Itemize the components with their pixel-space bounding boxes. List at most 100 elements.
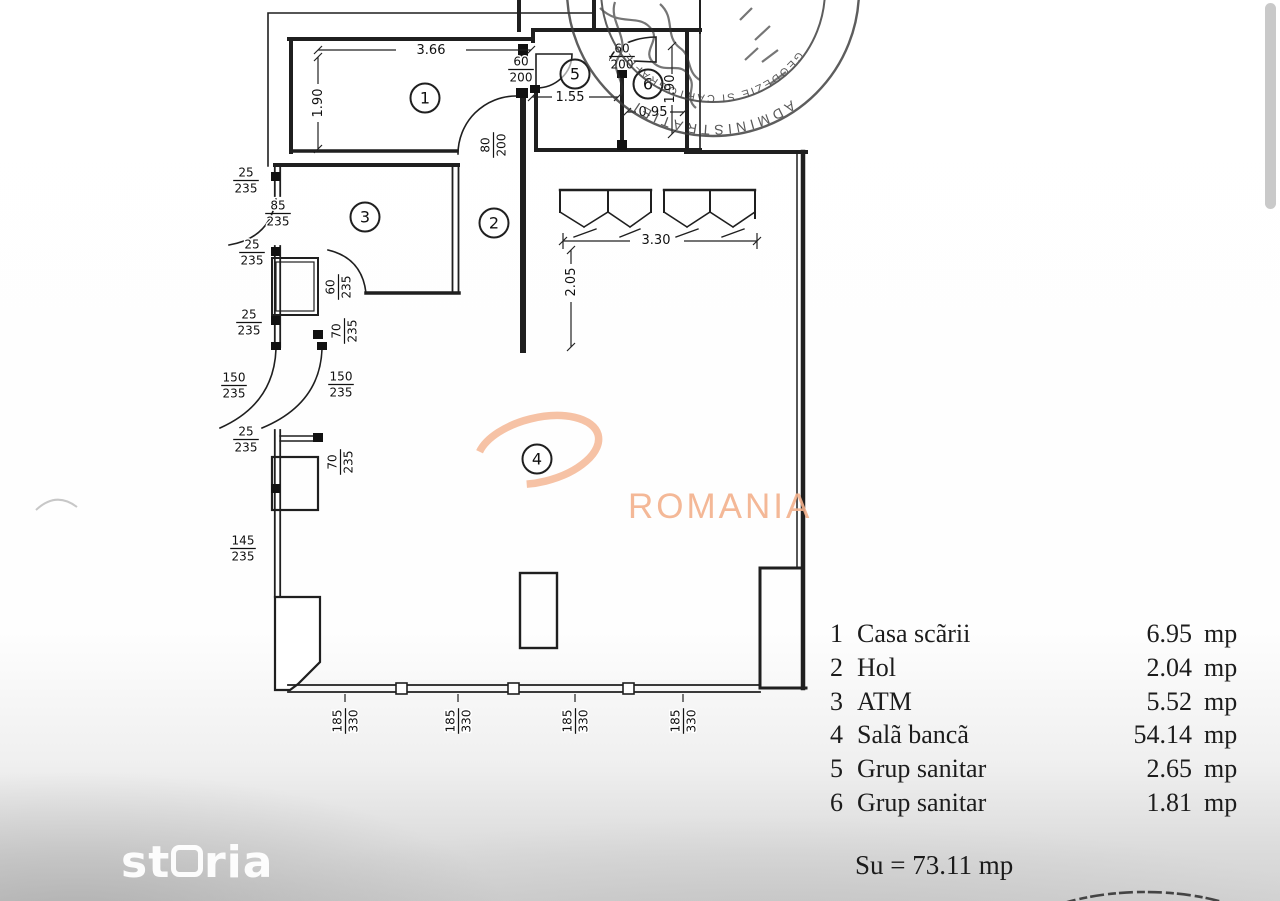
legend-row: 2 Hol 2.04 mp <box>830 651 1250 685</box>
fraction-bottom: 235 <box>267 215 290 229</box>
fraction-top: 70 <box>330 323 344 338</box>
legend-room-name: Salã bancã <box>857 720 969 750</box>
scrollbar-thumb[interactable] <box>1265 3 1276 209</box>
legend-room-area: 1.81 <box>1146 787 1193 817</box>
legend-room-area: 2.65 <box>1146 754 1193 784</box>
fraction-top: 25 <box>241 308 256 322</box>
watermark-text: ROMANIA <box>628 487 812 526</box>
dimension-label: 0.95 <box>639 105 668 120</box>
dimension-label: 2.05 <box>564 268 579 297</box>
legend-room-area: 54.14 <box>1133 720 1193 750</box>
storia-logo-part1: st <box>121 837 171 888</box>
legend-room-area: 2.04 <box>1146 652 1193 682</box>
fraction-top: 150 <box>330 370 353 384</box>
room-number: 3 <box>349 201 381 233</box>
total-area: Su = 73.11 mp <box>855 850 1014 880</box>
legend-room-number: 2 <box>830 652 843 682</box>
fraction-bottom: 200 <box>495 134 509 157</box>
storia-logo-o-icon <box>171 845 204 877</box>
legend-row: 3 ATM 5.52 mp <box>830 685 1250 719</box>
storia-logo-part2: ria <box>203 837 274 888</box>
stamp-emblem-scribbles <box>599 1 787 109</box>
room-number: 1 <box>409 82 441 114</box>
fraction-top: 85 <box>270 199 285 213</box>
legend-room-name: ATM <box>857 686 912 716</box>
room-number-text: 5 <box>570 65 580 84</box>
fraction-top: 70 <box>326 454 340 469</box>
fraction-top: 25 <box>244 238 259 252</box>
fraction-bottom: 235 <box>223 387 246 401</box>
room-number-circle <box>409 82 441 114</box>
fraction-bottom: 235 <box>235 441 258 455</box>
fraction-top: 60 <box>513 55 528 69</box>
legend-room-name: Grup sanitar <box>857 754 987 784</box>
room-number-text: 4 <box>532 450 542 469</box>
room-number-circle <box>349 201 381 233</box>
legend-room-name: Casa scãrii <box>857 619 971 648</box>
legend-area-unit: mp <box>1204 720 1238 750</box>
legend-room-area: 6.95 <box>1146 619 1193 648</box>
watermark-ellipse <box>473 411 603 489</box>
legend-room-number: 6 <box>830 787 843 817</box>
fraction-bottom: 330 <box>347 710 361 733</box>
legend-room-number: 1 <box>830 619 843 648</box>
fraction-bottom: 235 <box>238 324 261 338</box>
fraction-top: 25 <box>238 166 253 180</box>
room-number-text: 6 <box>643 75 653 94</box>
room-number: 4 <box>521 443 553 475</box>
fraction-bottom: 235 <box>346 320 360 343</box>
fraction-bottom: 235 <box>232 550 255 564</box>
plan-walls <box>218 0 808 695</box>
fraction-bottom: 235 <box>235 182 258 196</box>
fraction-top: 185 <box>561 710 575 733</box>
fraction-bottom: 330 <box>460 710 474 733</box>
legend-room-name: Grup sanitar <box>857 787 987 817</box>
room-number: 5 <box>559 58 591 90</box>
fraction-bottom: 200 <box>510 71 533 85</box>
romania-watermark: ROMANIA <box>473 411 812 526</box>
legend-area-unit: mp <box>1204 686 1238 716</box>
room-number-circle <box>478 207 510 239</box>
fraction-bottom: 330 <box>685 710 699 733</box>
dimension-label: 1.90 <box>663 75 678 104</box>
legend-area-unit: mp <box>1204 754 1238 784</box>
fraction-top: 185 <box>669 710 683 733</box>
dimension-label: 1.90 <box>311 89 326 118</box>
legend-area-unit: mp <box>1204 652 1238 682</box>
fraction-top: 150 <box>223 371 246 385</box>
fraction-top: 60 <box>324 279 338 294</box>
legend-room-area: 5.52 <box>1146 686 1193 716</box>
legend-room-number: 3 <box>830 686 843 716</box>
legend-row: 6 Grup sanitar 1.81 mp <box>830 786 1250 820</box>
legend-area-unit: mp <box>1204 787 1238 817</box>
legend-room-name: Hol <box>857 652 896 682</box>
fraction-bottom: 330 <box>577 710 591 733</box>
room-number-text: 2 <box>489 214 499 233</box>
fraction-bottom: 235 <box>241 254 264 268</box>
dimension-label: 3.30 <box>642 233 671 248</box>
partial-stamp-bottom <box>1066 890 1224 901</box>
fraction-top: 145 <box>232 534 255 548</box>
room-number-circle <box>559 58 591 90</box>
